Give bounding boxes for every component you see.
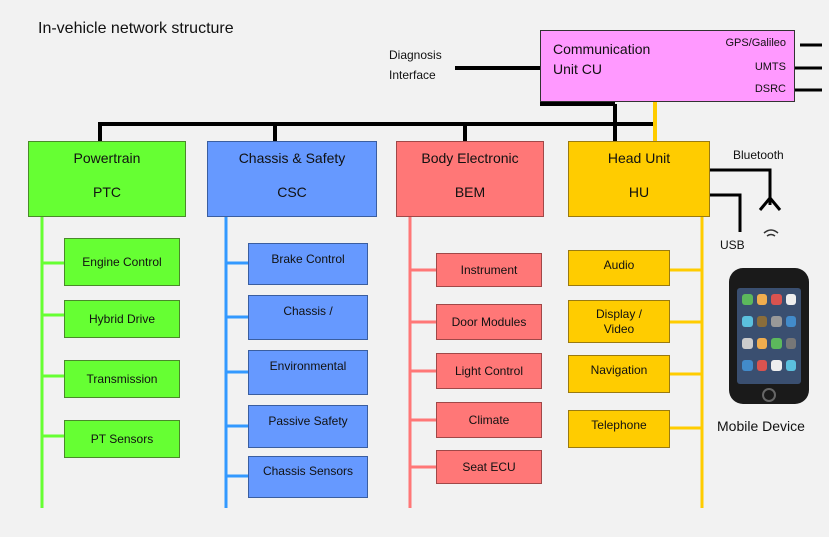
usb-label: USB (720, 238, 745, 252)
ecu-seat: Seat ECU (436, 450, 542, 484)
mobile-device-label: Mobile Device (717, 418, 805, 434)
ecu-environmental: Environmental (248, 350, 368, 395)
diagnosis-label-1: Diagnosis (389, 48, 442, 62)
ecu-display-video: Display / Video (568, 300, 670, 343)
cu-label-1: Communication (553, 41, 651, 57)
phone-home-button (762, 388, 776, 402)
body-abbr: BEM (454, 183, 486, 200)
ecu-instrument: Instrument (436, 253, 542, 287)
mobile-phone-icon (729, 268, 809, 404)
usb-link (710, 193, 742, 232)
body-controller: Body Electronic BEM (396, 141, 544, 217)
communication-unit: Communication Unit CU GPS/Galileo UMTS D… (540, 30, 795, 102)
gps-label: GPS/Galileo (725, 37, 786, 49)
head-name: Head Unit (607, 150, 671, 166)
diagnosis-label-2: Interface (389, 68, 436, 82)
ecu-transmission: Transmission (64, 360, 180, 398)
powertrain-controller: Powertrain PTC (28, 141, 186, 217)
ecu-climate: Climate (436, 402, 542, 438)
chassis-controller: Chassis & Safety CSC (207, 141, 377, 217)
signal-icon (763, 229, 779, 237)
chassis-name: Chassis & Safety (238, 150, 346, 166)
ecu-telephone: Telephone (568, 410, 670, 448)
ecu-chassis: Chassis / (248, 295, 368, 340)
ecu-audio: Audio (568, 250, 670, 286)
ecu-chassis-sensors: Chassis Sensors (248, 456, 368, 498)
powertrain-name: Powertrain (73, 150, 141, 166)
ecu-engine-control: Engine Control (64, 238, 180, 286)
bluetooth-link (710, 168, 772, 205)
umts-label: UMTS (754, 61, 786, 73)
ecu-passive-safety: Passive Safety (248, 405, 368, 448)
ecu-door-modules: Door Modules (436, 304, 542, 340)
bluetooth-label: Bluetooth (733, 148, 784, 162)
powertrain-abbr: PTC (93, 183, 121, 200)
ecu-hybrid-drive: Hybrid Drive (64, 300, 180, 338)
head-unit: Head Unit HU (568, 141, 710, 217)
body-name: Body Electronic (421, 150, 519, 166)
dsrc-label: DSRC (754, 83, 786, 95)
head-abbr: HU (628, 183, 650, 200)
diagram-title: In-vehicle network structure (38, 20, 234, 37)
chassis-abbr: CSC (277, 183, 307, 200)
ecu-pt-sensors: PT Sensors (64, 420, 180, 458)
antenna-right (768, 197, 782, 211)
antenna-left (758, 197, 772, 211)
ecu-navigation: Navigation (568, 355, 670, 393)
ecu-light-control: Light Control (436, 353, 542, 389)
cu-label-2: Unit CU (553, 61, 603, 77)
phone-screen (737, 288, 801, 384)
ecu-brake-control: Brake Control (248, 243, 368, 285)
